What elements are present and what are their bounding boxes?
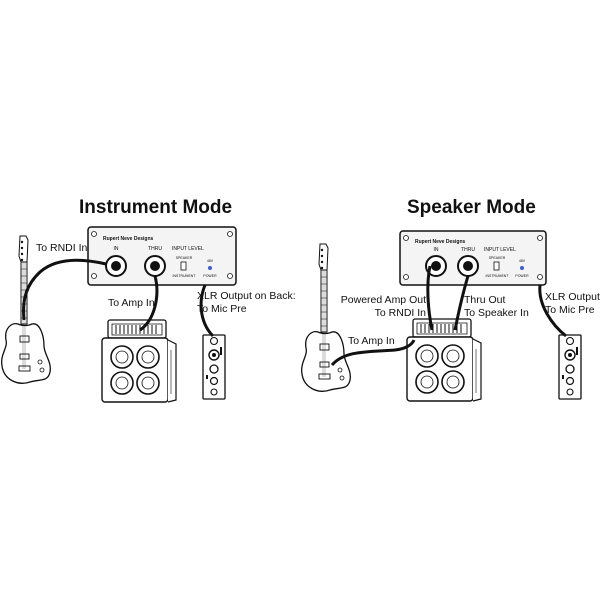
xlr-output-line2: To Mic Pre [545,304,595,316]
to-amp-in-label: To Amp In [348,335,395,347]
bass-guitar-icon [1,235,51,384]
speaker-mode-title: Speaker Mode [407,197,536,218]
cable-guitar-to-in [22,258,107,321]
jack-in-label: IN [434,247,439,253]
cable-guitar-to-amp [330,339,416,367]
xlr-output-line1: XLR Output on Back: [197,290,296,302]
power-label: POWER [515,274,529,278]
thru-out-line1: Thru Out [464,294,506,306]
cable-xlr-to-pre [538,284,567,338]
cable-amp-out-to-in [426,265,434,331]
input-level-label: INPUT LEVEL [484,247,516,253]
powered-amp-out-line2: To RNDI In [374,307,426,319]
speaker-mode-diagram: Rupert Neve Designs IN THRU INPUT LEVEL … [301,230,582,402]
instrument-switch-label: INSTRUMENT [173,274,197,278]
power-label: POWER [203,274,217,278]
to-amp-in-label: To Amp In [108,297,155,309]
bass-amp-icon [406,318,482,402]
input-level-label: INPUT LEVEL [172,246,204,252]
speaker-switch-label: SPEAKER [489,256,506,260]
instrument-mode-diagram: Rupert Neve Designs IN THRU INPUT LEVEL … [1,226,237,403]
jack-thru-label: THRU [461,247,475,253]
mic-preamp-icon [202,334,226,400]
rndi-box-speaker: Rupert Neve Designs IN THRU INPUT LEVEL … [399,230,547,286]
xlr-output-line1: XLR Output [545,291,600,303]
phantom-label: 48V [519,259,526,263]
xlr-output-line2: To Mic Pre [197,303,247,315]
cable-xlr-to-pre [199,284,215,338]
jack-thru-label: THRU [148,246,162,252]
thru-out-line2: To Speaker In [464,307,529,319]
brand-label: Rupert Neve Designs [103,236,154,242]
phantom-label: 48V [207,259,214,263]
mic-preamp-icon [558,334,582,400]
brand-label: Rupert Neve Designs [415,239,466,245]
instrument-mode-title: Instrument Mode [79,197,233,218]
jack-in-label: IN [114,246,119,252]
instrument-switch-label: INSTRUMENT [486,274,510,278]
speaker-switch-label: SPEAKER [176,256,193,260]
bass-amp-icon [101,319,177,403]
rndi-box-instrument: Rupert Neve Designs IN THRU INPUT LEVEL … [87,226,237,286]
cable-thru-to-speaker [453,275,470,331]
to-rndi-in-label: To RNDI In [36,242,88,254]
cable-thru-to-amp [139,275,159,332]
powered-amp-out-line1: Powered Amp Out [340,294,426,306]
